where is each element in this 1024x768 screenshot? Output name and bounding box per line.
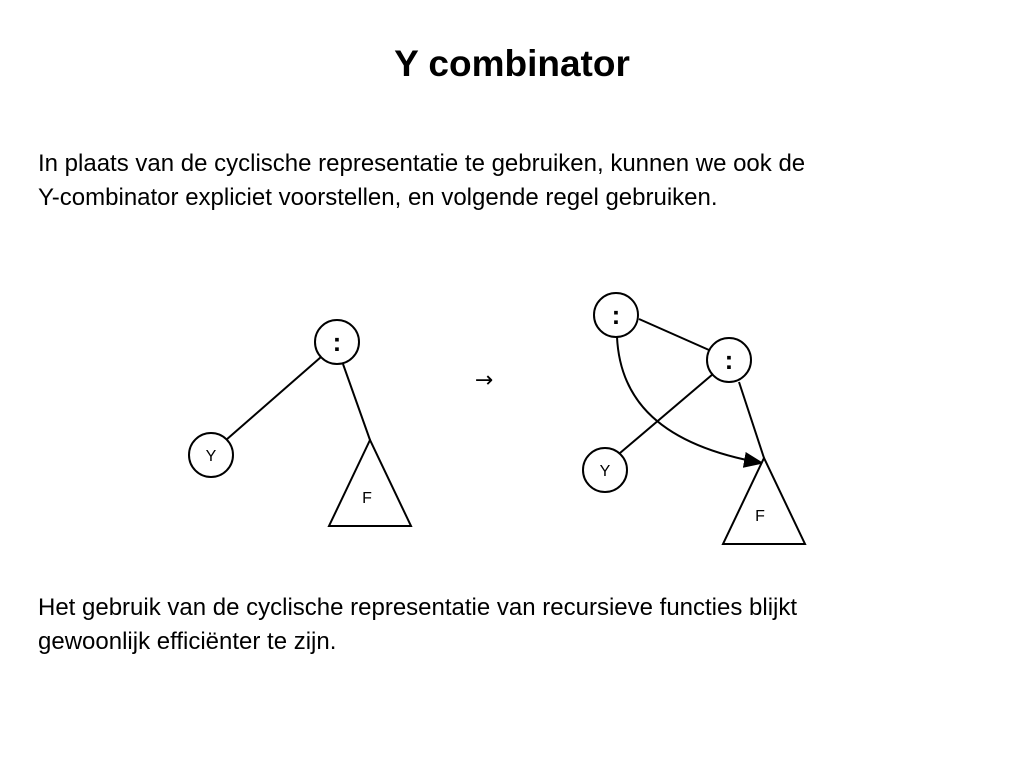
- right-edge-outer-to-inner: [638, 318, 710, 351]
- right-y-node: [582, 447, 628, 493]
- right-outer-colon-node: [593, 292, 639, 338]
- right-f-label: F: [755, 508, 765, 525]
- rewrite-rule-svg: : Y F → : : Y F: [188, 292, 807, 545]
- right-graph: : : Y F: [582, 292, 807, 545]
- right-f-triangle: [721, 455, 807, 545]
- slide-title: Y combinator: [394, 43, 630, 84]
- rewrite-rule-diagram: : Y F → : : Y F: [0, 280, 1024, 570]
- left-f-label: F: [362, 490, 372, 507]
- conclusion-paragraph: Het gebruik van de cyclische representat…: [38, 591, 988, 659]
- left-graph: : Y F: [188, 319, 413, 527]
- right-edge-inner-to-f: [738, 381, 765, 459]
- left-edge-root-to-y: [225, 356, 322, 441]
- intro-line-2: Y-combinator expliciet voorstellen, en v…: [38, 184, 718, 211]
- right-edge-outer-to-f-curve: [616, 336, 764, 468]
- left-colon-label: :: [333, 327, 342, 357]
- left-y-node: [188, 432, 234, 478]
- right-outer-colon-label: :: [612, 300, 621, 330]
- conclusion-line-1: Het gebruik van de cyclische representat…: [38, 594, 798, 621]
- intro-paragraph: In plaats van de cyclische representatie…: [38, 147, 988, 215]
- right-inner-colon-node: [706, 337, 752, 383]
- left-y-label: Y: [206, 448, 217, 465]
- right-inner-colon-label: :: [725, 345, 734, 375]
- left-colon-node: [314, 319, 360, 365]
- conclusion-line-2: gewoonlijk efficiënter te zijn.: [38, 628, 337, 655]
- left-edge-root-to-f: [342, 363, 371, 441]
- rewrite-arrow: →: [475, 368, 493, 393]
- left-f-triangle: [327, 437, 413, 527]
- right-edge-inner-to-y: [619, 373, 714, 454]
- intro-line-1: In plaats van de cyclische representatie…: [38, 150, 806, 177]
- right-y-label: Y: [600, 463, 611, 480]
